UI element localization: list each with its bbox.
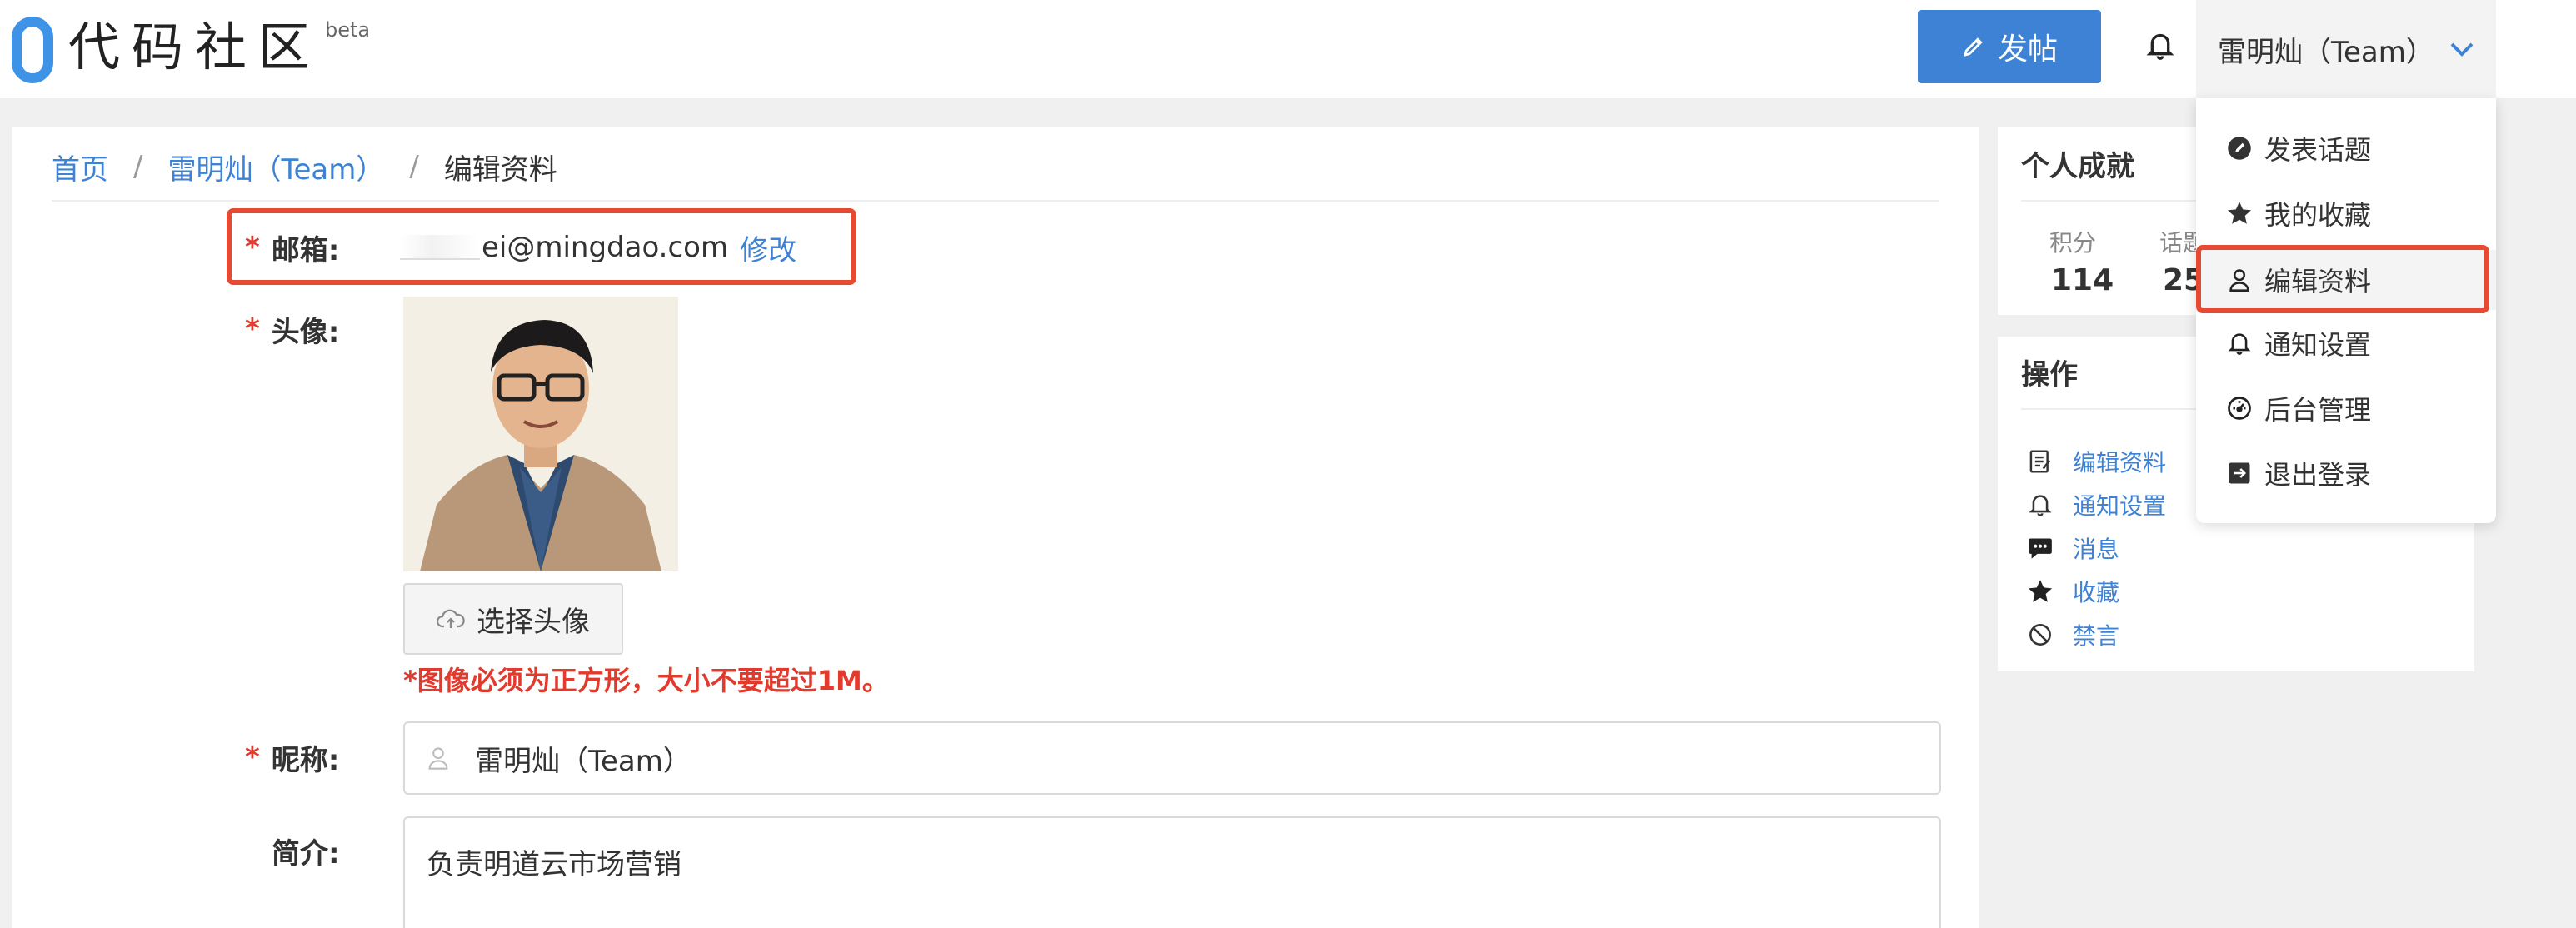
required-mark: *: [245, 231, 260, 264]
logo-text: 代码社区: [68, 17, 322, 77]
avatar-hint: *图像必须为正方形，大小不要超过1M。: [403, 665, 889, 696]
dropdown-post-topic-label: 发表话题: [2264, 134, 2372, 166]
post-button-label: 发帖: [1997, 32, 2058, 67]
action-notification-settings-label: 通知设置: [2073, 492, 2167, 520]
email-highlight-box: [227, 208, 856, 285]
bio-label-text: 简介:: [272, 836, 340, 871]
breadcrumb-separator: /: [409, 150, 419, 183]
breadcrumb-divider: [52, 200, 1939, 202]
dropdown-highlight-box: [2196, 245, 2489, 313]
action-messages[interactable]: 消息: [2026, 531, 2119, 565]
notification-bell[interactable]: [2139, 25, 2181, 67]
bio-textarea[interactable]: 负责明道云市场营销: [403, 816, 1941, 928]
breadcrumb: 首页 / 雷明灿（Team） / 编辑资料: [52, 142, 557, 192]
chevron-down-icon: [2449, 41, 2474, 57]
site-logo[interactable]: 代码社区 beta: [12, 12, 370, 83]
user-menu-toggle[interactable]: 雷明灿（Team）: [2196, 0, 2496, 98]
message-icon: [2026, 536, 2054, 560]
email-label-text: 邮箱:: [271, 233, 340, 267]
dropdown-notification-settings[interactable]: 通知设置: [2196, 313, 2496, 373]
edit-profile-card: 首页 / 雷明灿（Team） / 编辑资料 * 邮箱: ei@mingdao.c…: [12, 127, 1979, 928]
nickname-label: * 昵称:: [245, 735, 339, 780]
action-notification-settings[interactable]: 通知设置: [2026, 488, 2166, 521]
email-label: * 邮箱:: [245, 225, 339, 270]
bell-icon: [2226, 331, 2253, 356]
avatar-image: [403, 297, 678, 571]
breadcrumb-separator: /: [133, 150, 143, 183]
bell-icon: [2146, 31, 2174, 61]
action-favorites[interactable]: 收藏: [2026, 575, 2119, 608]
post-button[interactable]: 发帖: [1918, 10, 2101, 83]
dropdown-edit-profile-label: 编辑资料: [2264, 266, 2372, 297]
top-header: 代码社区 beta 发帖 雷明灿（Team）: [0, 0, 2576, 98]
nickname-input[interactable]: 雷明灿（Team）: [403, 721, 1941, 795]
action-mute[interactable]: 禁言: [2026, 618, 2119, 651]
logout-icon: [2226, 461, 2253, 486]
avatar-label: * 头像:: [245, 307, 339, 352]
bio-label: 简介:: [272, 828, 340, 873]
ban-icon: [2026, 623, 2054, 646]
pencil-icon: [1961, 34, 1986, 59]
dropdown-post-topic[interactable]: 发表话题: [2196, 118, 2496, 178]
user-icon: [2226, 267, 2253, 292]
achievements-title: 个人成就: [2021, 150, 2134, 183]
star-icon: [2226, 201, 2253, 226]
breadcrumb-home[interactable]: 首页: [52, 152, 108, 187]
action-edit-profile-label: 编辑资料: [2073, 449, 2167, 476]
action-mute-label: 禁言: [2073, 622, 2120, 650]
action-messages-label: 消息: [2073, 536, 2120, 563]
breadcrumb-current: 编辑资料: [443, 152, 557, 187]
post-topic-icon: [2226, 136, 2253, 161]
actions-title: 操作: [2021, 358, 2078, 392]
beta-badge: beta: [325, 18, 371, 42]
dropdown-admin[interactable]: 后台管理: [2196, 378, 2496, 438]
logo-mark-icon: [12, 17, 53, 83]
dropdown-edit-profile[interactable]: 编辑资料: [2196, 250, 2496, 310]
choose-avatar-label: 选择头像: [477, 605, 590, 639]
bell-icon: [2026, 492, 2054, 517]
email-text: ei@mingdao.com: [482, 231, 729, 264]
edit-icon: [2026, 448, 2054, 475]
action-favorites-label: 收藏: [2073, 579, 2120, 606]
user-icon: [427, 746, 450, 771]
stat-value-points: 114: [2051, 263, 2114, 297]
dropdown-my-favorites[interactable]: 我的收藏: [2196, 183, 2496, 243]
email-edit-link[interactable]: 修改: [740, 233, 797, 267]
nickname-value: 雷明灿（Team）: [475, 744, 691, 778]
star-icon: [2026, 579, 2054, 604]
nickname-label-text: 昵称:: [271, 743, 340, 777]
bio-value: 负责明道云市场营销: [427, 848, 681, 881]
dropdown-logout-label: 退出登录: [2264, 459, 2372, 491]
dashboard-icon: [2226, 396, 2253, 421]
dropdown-my-favorites-label: 我的收藏: [2264, 199, 2372, 231]
required-mark: *: [245, 312, 260, 346]
cloud-upload-icon: [437, 608, 465, 630]
choose-avatar-button[interactable]: 选择头像: [403, 583, 623, 655]
avatar-label-text: 头像:: [271, 315, 340, 349]
dropdown-logout[interactable]: 退出登录: [2196, 443, 2496, 503]
email-value: ei@mingdao.com 修改: [400, 225, 796, 270]
required-mark: *: [245, 741, 260, 774]
stat-label-points: 积分: [2049, 229, 2097, 257]
email-redacted: [400, 235, 480, 260]
action-edit-profile[interactable]: 编辑资料: [2026, 445, 2166, 478]
user-menu-name: 雷明灿（Team）: [2218, 35, 2434, 69]
breadcrumb-user[interactable]: 雷明灿（Team）: [167, 152, 385, 187]
dropdown-admin-label: 后台管理: [2264, 394, 2372, 426]
dropdown-notification-settings-label: 通知设置: [2264, 329, 2372, 361]
